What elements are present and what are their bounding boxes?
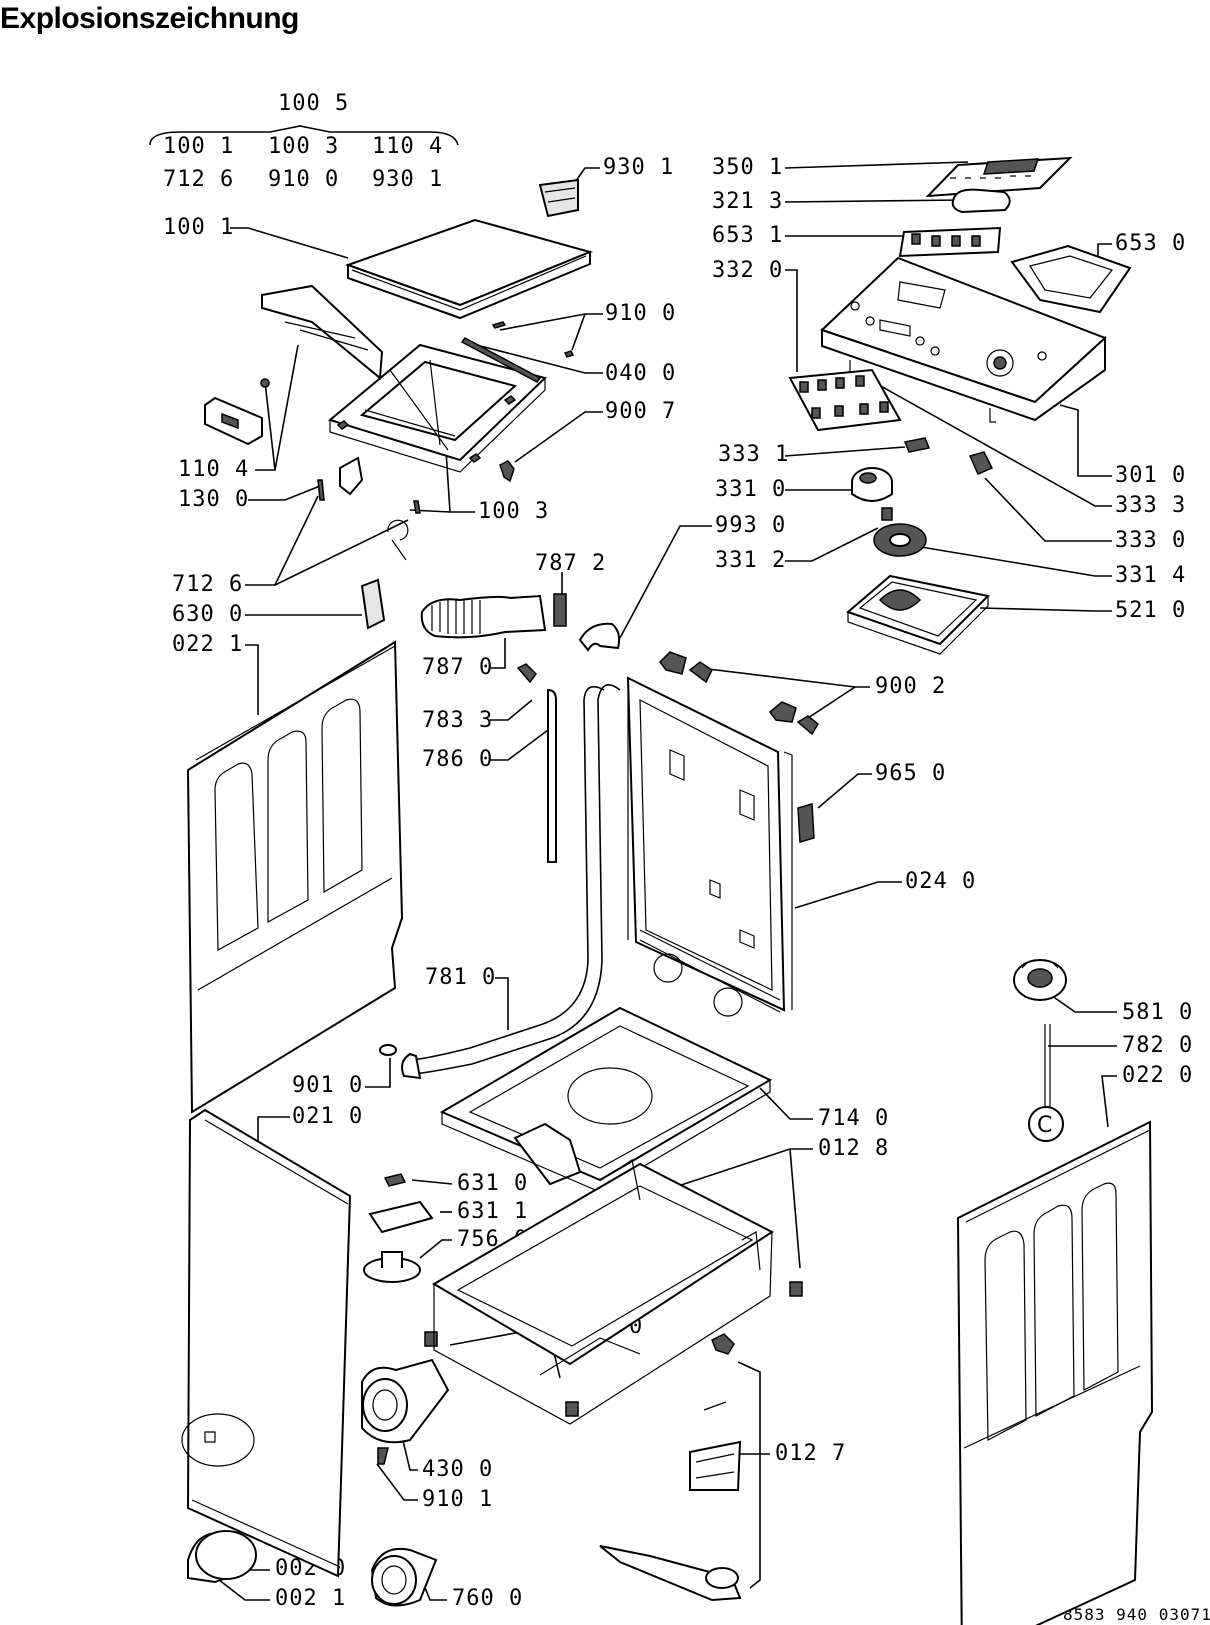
callout-labels: 100 5 100 1 100 3 110 4 712 6 910 0 930 …	[163, 91, 1210, 1624]
right-side-panel	[956, 1120, 1154, 1625]
callout-430-0: 430 0	[422, 1457, 493, 1482]
callout-910-0: 910 0	[605, 301, 676, 326]
callout-910-0: 910 0	[268, 167, 339, 192]
motor-pulley	[1013, 959, 1067, 1110]
callout-521-0: 521 0	[1115, 598, 1186, 623]
knob-parts	[851, 467, 927, 557]
handle-bar	[261, 284, 384, 380]
hinge-bracket	[204, 396, 263, 446]
hose-parts	[360, 578, 567, 863]
callout-333-0: 333 0	[1115, 528, 1186, 553]
page-title: Explosionszeichnung	[0, 2, 299, 35]
callout-930-1: 930 1	[603, 155, 674, 180]
control-base-board	[846, 574, 991, 655]
callout-653-1: 653 1	[712, 223, 783, 248]
callout-786-0: 786 0	[422, 747, 493, 772]
callout-100-1: 100 1	[163, 215, 234, 240]
marker-letter: C	[1037, 1113, 1053, 1138]
callout-100-1: 100 1	[163, 134, 234, 159]
callout-110-4: 110 4	[178, 457, 249, 482]
callout-332-0: 332 0	[712, 258, 783, 283]
callout-333-3: 333 3	[1115, 493, 1186, 518]
callout-910-1: 910 1	[422, 1487, 493, 1512]
callout-331-4: 331 4	[1115, 563, 1186, 588]
callout-787-0: 787 0	[422, 655, 493, 680]
callout-712-6: 712 6	[172, 572, 243, 597]
drain-pump	[361, 1358, 450, 1465]
callout-002-1: 002 1	[275, 1586, 346, 1611]
callout-024-0: 024 0	[905, 869, 976, 894]
clips-and-brackets	[659, 651, 819, 843]
callout-110-4: 110 4	[372, 134, 443, 159]
tub-base	[439, 1006, 773, 1193]
callout-714-0: 714 0	[818, 1106, 889, 1131]
door-latch-parts	[599, 1333, 742, 1602]
callout-631-0: 631 0	[457, 1171, 528, 1196]
callout-331-0: 331 0	[715, 477, 786, 502]
callout-012-8: 012 8	[818, 1136, 889, 1161]
small-fasteners	[260, 321, 575, 561]
left-side-panel	[186, 640, 404, 1114]
callout-581-0: 581 0	[1122, 1000, 1193, 1025]
callout-350-1: 350 1	[712, 155, 783, 180]
front-panel-round-parts	[187, 1530, 438, 1607]
control-panel-assembly	[820, 156, 1132, 423]
callout-100-3: 100 3	[268, 134, 339, 159]
callout-333-1: 333 1	[718, 442, 789, 467]
callout-040-0: 040 0	[605, 361, 676, 386]
callout-100-5: 100 5	[278, 91, 349, 116]
callout-321-3: 321 3	[712, 189, 783, 214]
front-panel	[181, 1108, 352, 1578]
callout-760-0: 760 0	[452, 1586, 523, 1611]
callout-022-1: 022 1	[172, 632, 243, 657]
callout-993-0: 993 0	[715, 513, 786, 538]
brace-line	[149, 125, 459, 146]
drawing-reference-number: 8583 940 03071	[1063, 1605, 1210, 1624]
callout-900-7: 900 7	[605, 399, 676, 424]
callout-782-0: 782 0	[1122, 1033, 1193, 1058]
callout-712-6: 712 6	[163, 167, 234, 192]
callout-331-2: 331 2	[715, 548, 786, 573]
callout-022-0: 022 0	[1122, 1063, 1193, 1088]
rear-wall	[626, 676, 793, 1017]
callout-100-3: 100 3	[478, 499, 549, 524]
callout-630-0: 630 0	[172, 602, 243, 627]
callout-130-0: 130 0	[178, 487, 249, 512]
marker-circle: C	[1028, 1106, 1064, 1142]
callout-930-1: 930 1	[372, 167, 443, 192]
callout-783-3: 783 3	[422, 708, 493, 733]
callout-965-0: 965 0	[875, 761, 946, 786]
lid-assembly	[345, 178, 594, 320]
callout-301-0: 301 0	[1115, 463, 1186, 488]
callout-900-2: 900 2	[875, 674, 946, 699]
drain-hose	[379, 622, 621, 1080]
callout-021-0: 021 0	[292, 1104, 363, 1129]
top-frame	[327, 343, 547, 473]
callout-901-0: 901 0	[292, 1073, 363, 1098]
electronics-module	[788, 368, 994, 475]
callout-012-7: 012 7	[775, 1441, 846, 1466]
callout-781-0: 781 0	[425, 965, 496, 990]
callout-631-1: 631 1	[457, 1199, 528, 1224]
leader-lines	[149, 125, 1117, 1601]
callout-787-2: 787 2	[535, 551, 606, 576]
callout-653-0: 653 0	[1115, 231, 1186, 256]
base-frame	[432, 1159, 774, 1425]
